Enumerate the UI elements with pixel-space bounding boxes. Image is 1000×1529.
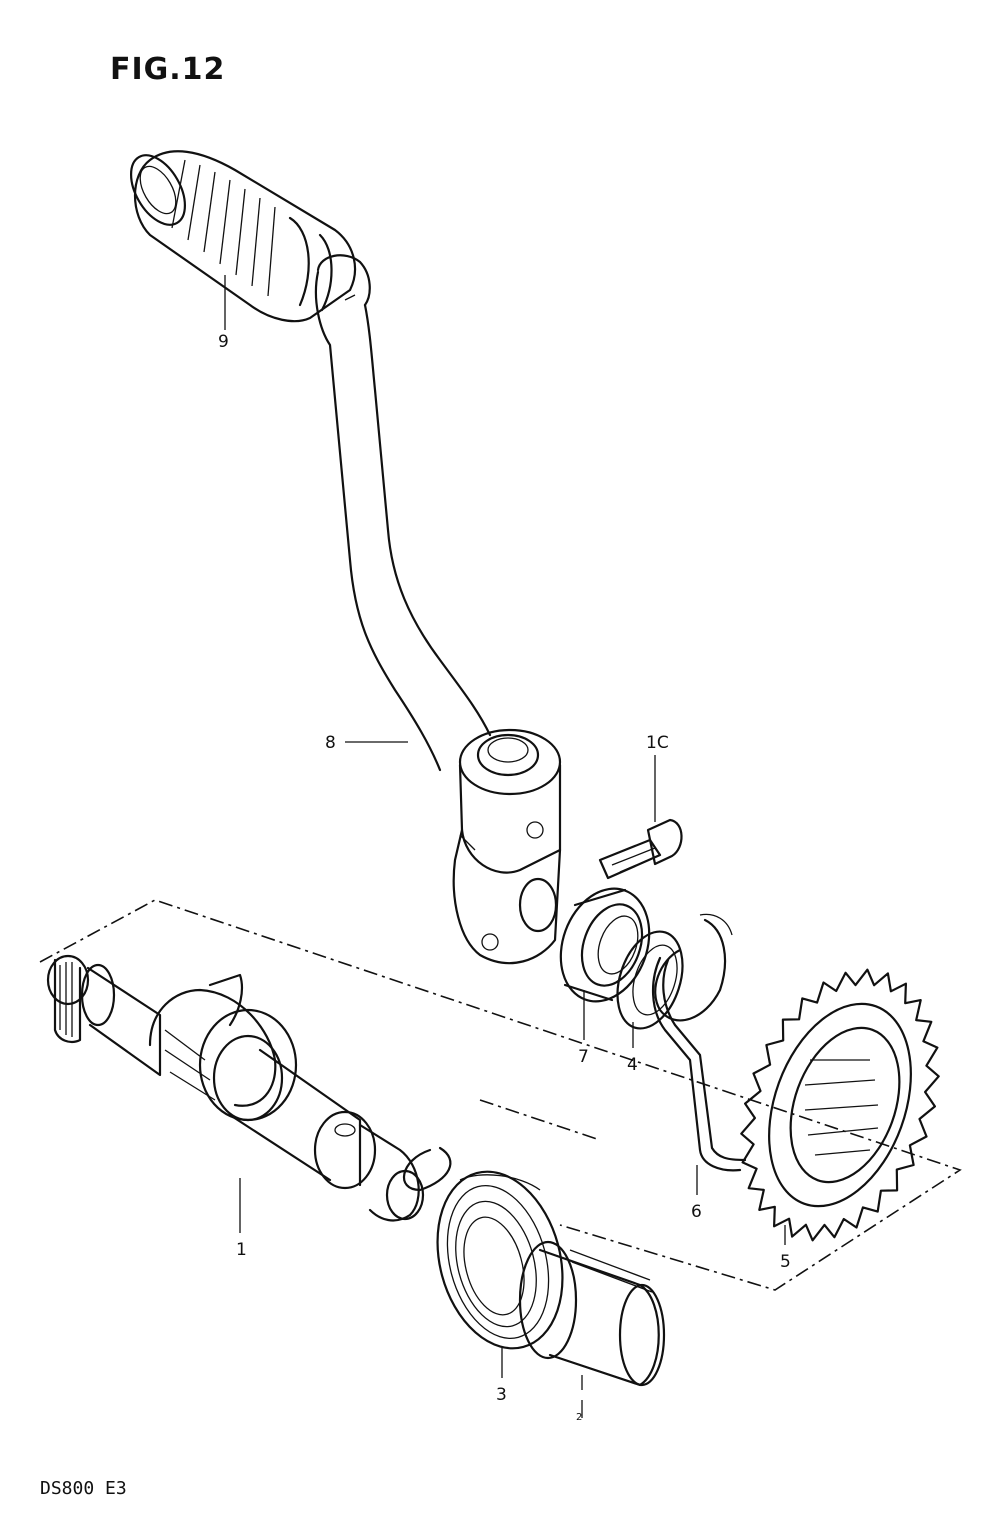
part-label-9: 9 [218,332,229,352]
oil-seal [559,887,651,1003]
part-label-6: 6 [691,1202,702,1222]
washer [616,930,684,1030]
kick-gear [740,968,940,1242]
spring-guide [518,1240,666,1387]
part-label-10: 1C [646,733,669,753]
model-code: DS800 E3 [40,1478,127,1499]
part-label-1: 1 [236,1240,247,1260]
part-label-2: 2 [576,1412,582,1423]
assembly-outline [39,899,962,1291]
kick-starter-shaft [46,954,425,1222]
kick-lever-arm [314,254,562,965]
part-label-3: 3 [496,1385,507,1405]
part-label-8: 8 [325,733,336,753]
return-spring [651,913,747,1172]
part-label-7: 7 [578,1047,589,1067]
leader-lines [224,275,786,1390]
pinch-bolt [598,818,683,880]
kick-lever-grip [129,150,357,323]
part-label-5: 5 [780,1252,791,1272]
part-number-labels: 9 8 1C 7 4 6 5 1 3 2 [218,332,791,1423]
part-label-4: 4 [627,1055,638,1075]
figure-title: FIG.12 [110,52,226,87]
